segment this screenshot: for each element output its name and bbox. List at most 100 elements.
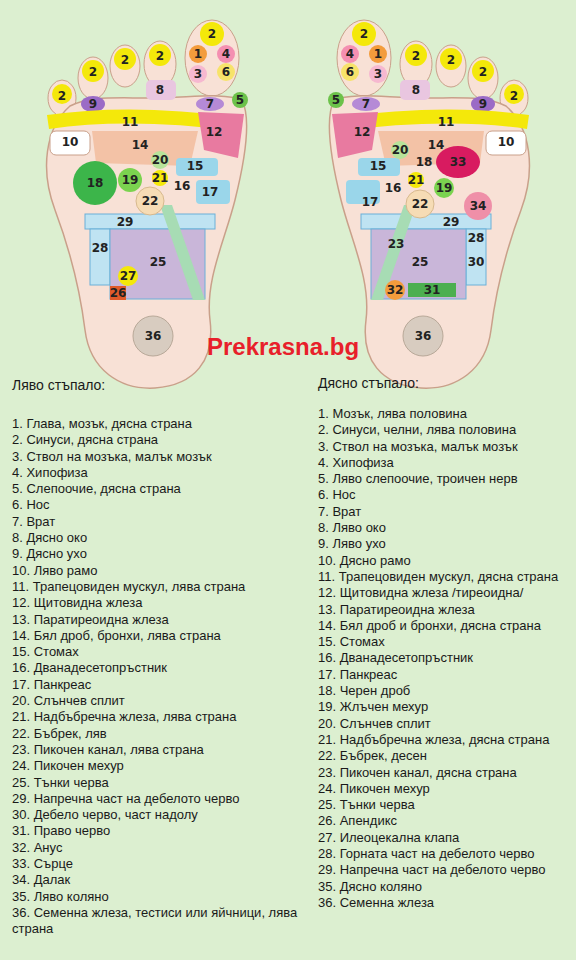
callout-number: 2 <box>121 54 129 66</box>
list-item: 28. Горната част на дебелото черво <box>318 846 570 862</box>
callout-number: 33 <box>450 156 467 168</box>
list-item: 17. Панкреас <box>318 667 570 683</box>
callout-number: 1 <box>374 48 382 60</box>
list-item: 5. Ляво слепоочие, троичен нерв <box>318 471 570 487</box>
callout-number: 25 <box>412 256 429 268</box>
callout-number: 1 <box>194 48 202 60</box>
list-item: 6. Нос <box>318 487 570 503</box>
callout-number: 18 <box>416 156 433 168</box>
callout-number: 11 <box>122 116 139 128</box>
callout-number: 9 <box>89 98 97 110</box>
callout-number: 19 <box>436 182 453 194</box>
list-item: 15. Стомах <box>318 634 570 650</box>
list-item: 12. Щитовидна жлеза /тиреоидна/ <box>318 585 570 601</box>
callout-number: 34 <box>470 200 487 212</box>
list-item: 7. Врат <box>12 514 310 530</box>
list-item: 12. Щитовидна жлеза <box>12 595 310 611</box>
zone-square <box>110 286 126 300</box>
callout-number: 21 <box>152 172 169 184</box>
list-item: 2. Синуси, дясна страна <box>12 432 310 448</box>
list-item: 18. Черен дроб <box>318 683 570 699</box>
callout-number: 17 <box>202 186 219 198</box>
callout-number: 6 <box>222 66 230 78</box>
list-item: 21. Надбъбречна жлеза, дясна страна <box>318 732 570 748</box>
callout-number: 8 <box>156 84 164 96</box>
list-item: 9. Ляво ухо <box>318 536 570 552</box>
callout-number: 14 <box>428 139 445 151</box>
callout-number: 22 <box>412 198 429 210</box>
callout-number: 28 <box>92 242 109 254</box>
callout-number: 20 <box>152 154 169 166</box>
callout-number: 2 <box>156 50 164 62</box>
callout-number: 16 <box>385 182 402 194</box>
zone-circle <box>118 168 142 192</box>
list-item: 10. Ляво рамо <box>12 563 310 579</box>
zone-circle <box>118 266 138 286</box>
callout-number: 22 <box>142 195 159 207</box>
gallbladder-zone <box>434 178 454 198</box>
callout-number: 6 <box>346 66 354 78</box>
list-item: 9. Дясно ухо <box>12 546 310 562</box>
list-item: 17. Панкреас <box>12 677 310 693</box>
callout-number: 4 <box>222 48 230 60</box>
list-item: 29. Напречна част на дебелото черво <box>318 862 570 878</box>
list-item: 33. Сърце <box>12 856 310 872</box>
list-item: 20. Слънчев сплит <box>12 693 310 709</box>
callout-number: 12 <box>354 126 371 138</box>
list-item: 19. Жлъчен мехур <box>318 699 570 715</box>
callout-number: 12 <box>206 126 223 138</box>
list-column: Дясно стъпало:1. Мозък, лява половина2. … <box>318 374 570 911</box>
adrenal-zone <box>408 172 424 188</box>
spleen-zone <box>464 192 492 220</box>
anus-zone <box>385 280 405 300</box>
list-item: 22. Бъбрек, десен <box>318 748 570 764</box>
list-item: 11. Трапецовиден мускул, лява страна <box>12 579 310 595</box>
list-item: 25. Тънки черва <box>318 797 570 813</box>
callout-number: 3 <box>374 68 382 80</box>
list-item: 4. Хипофиза <box>318 455 570 471</box>
list-item: 3. Ствол на мозъка, малък мозък <box>12 449 310 465</box>
callout-number: 10 <box>62 136 79 148</box>
list-item: 8. Ляво око <box>318 520 570 536</box>
list-item: 10. Дясно рамо <box>318 553 570 569</box>
callout-number: 5 <box>332 94 340 106</box>
list-item: 34. Далак <box>12 872 310 888</box>
right-foot <box>328 20 529 388</box>
plexus-zone <box>151 151 169 169</box>
list-item: 11. Трапецовиден мускул, дясна страна <box>318 569 570 585</box>
callout-number: 32 <box>387 284 404 296</box>
list-item: 30. Дебело черво, част надолу <box>12 807 310 823</box>
callout-number: 29 <box>443 216 460 228</box>
callout-number: 3 <box>194 68 202 80</box>
list-item: 36. Семенна жлеза <box>318 895 570 911</box>
callout-number: 11 <box>438 116 455 128</box>
callout-number: 7 <box>206 98 214 110</box>
callout-number: 27 <box>120 270 137 282</box>
rectum-strip <box>408 283 456 297</box>
callout-number: 30 <box>468 256 485 268</box>
plexus-zone <box>391 141 409 159</box>
list-item: 16. Дванадесетопръстник <box>12 660 310 676</box>
callout-number: 31 <box>424 284 441 296</box>
list-item: 16. Дванадесетопръстник <box>318 650 570 666</box>
list-item: 26. Апендикс <box>318 813 570 829</box>
list-item: 14. Бял дроб и бронхи, дясна страна <box>318 618 570 634</box>
callout-number: 8 <box>412 84 420 96</box>
list-item: 13. Паратиреоидна жлеза <box>318 602 570 618</box>
adrenal-zone <box>152 170 168 186</box>
list-item: 3. Ствол на мозъка, малък мозък <box>318 439 570 455</box>
list-item: 35. Дясно коляно <box>318 879 570 895</box>
list-item: 6. Нос <box>12 497 310 513</box>
list-item: 14. Бял дроб, бронхи, лява страна <box>12 628 310 644</box>
list-item: 29. Напречна част на дебелото черво <box>12 791 310 807</box>
list-item: 7. Врат <box>318 504 570 520</box>
solar-zone <box>73 161 117 205</box>
list-column: Ляво стъпало:1. Глава, мозък, дясна стра… <box>12 376 310 938</box>
callout-number: 7 <box>362 98 370 110</box>
callout-number: 2 <box>58 90 66 102</box>
callout-number: 2 <box>479 66 487 78</box>
callout-number: 18 <box>87 177 104 189</box>
callout-number: 5 <box>236 94 244 106</box>
callout-number: 15 <box>370 160 387 172</box>
list-item: 35. Ляво коляно <box>12 889 310 905</box>
